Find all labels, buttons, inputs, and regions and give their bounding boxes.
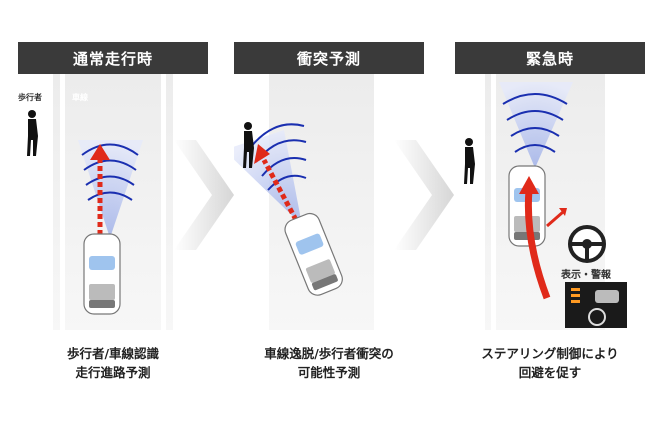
radar-waves	[81, 143, 139, 201]
lane-line-right	[161, 74, 166, 330]
panel-emergency-scene	[464, 74, 627, 330]
pedestrian-icon	[464, 138, 475, 184]
display-warning-label: 表示・警報	[561, 270, 611, 281]
lane-line-right	[374, 74, 379, 330]
pedestrian-icon	[27, 110, 38, 156]
panel-normal-caption: 歩行者/車線認識 走行進路予測	[18, 344, 208, 382]
panel-prediction-scene	[234, 74, 379, 330]
predicted-path-arrow	[261, 158, 299, 222]
caption-line-2: 走行進路予測	[75, 365, 151, 380]
panel-prediction-title: 衝突予測	[234, 42, 424, 74]
caption-line-1: 歩行者/車線認識	[66, 346, 160, 361]
car-icon	[284, 212, 343, 296]
panel-normal: 通常走行時 歩行者 車線 歩行者/車線認識 走行進路予測	[18, 0, 208, 430]
car-icon	[83, 233, 121, 315]
pedestrian-icon	[243, 122, 254, 168]
panel-emergency: 緊急時 表示・警報 ステアリング制御により 回避を促す	[455, 0, 645, 430]
panel-normal-scene	[27, 74, 173, 330]
panel-emergency-caption: ステアリング制御により 回避を促す	[455, 344, 645, 382]
lane-label: 車線	[72, 93, 88, 102]
display-warning-screen	[565, 282, 627, 328]
panel-normal-title: 通常走行時	[18, 42, 208, 74]
panel-prediction: 衝突予測 車線逸脱/歩行者衝突の 可能性予測	[234, 0, 424, 430]
caption-line-1: ステアリング制御により	[481, 346, 619, 361]
caption-line-2: 回避を促す	[518, 365, 582, 380]
lane-line-left	[264, 74, 269, 330]
arrow-head	[519, 176, 539, 194]
radar-waves	[502, 93, 568, 153]
pedestrian-label: 歩行者	[18, 93, 42, 102]
panel-prediction-caption: 車線逸脱/歩行者衝突の 可能性予測	[234, 344, 424, 382]
caption-line-1: 車線逸脱/歩行者衝突の	[264, 346, 394, 361]
steer-arrow	[546, 210, 564, 228]
next-step-chevron	[394, 140, 454, 250]
caption-line-2: 可能性予測	[297, 365, 361, 380]
lane-line-right	[605, 74, 610, 330]
steer-arrow-head	[559, 208, 567, 216]
steering-wheel-icon	[568, 225, 606, 263]
avoidance-path-arrow	[524, 189, 551, 300]
panel-emergency-title: 緊急時	[455, 42, 645, 74]
arrow-head	[254, 144, 270, 164]
sensor-cone	[499, 82, 573, 168]
lane-line-left	[491, 74, 496, 330]
arrow-head	[90, 144, 110, 160]
next-step-chevron	[174, 140, 234, 250]
lane-line-left	[60, 74, 65, 330]
